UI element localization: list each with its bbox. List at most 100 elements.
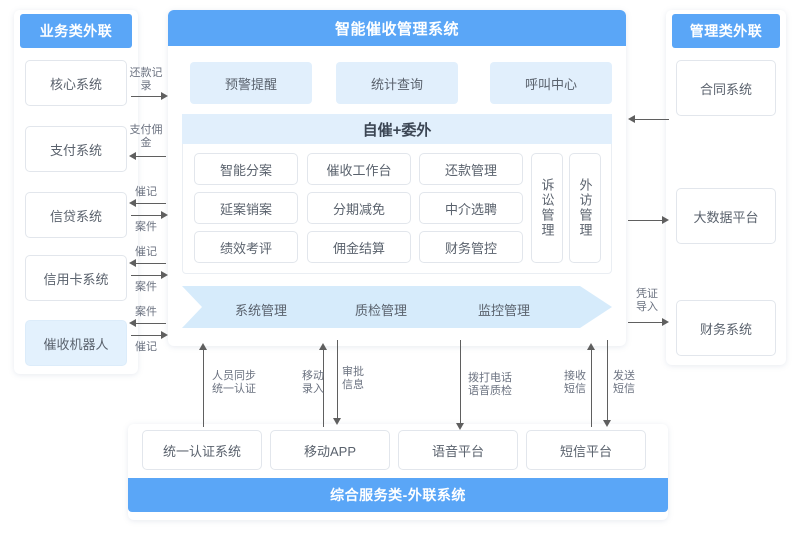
band-label-0: 系统管理 — [235, 303, 288, 318]
left-flow-2-top-label: 催记 — [135, 186, 157, 198]
right-flow-1-line — [628, 220, 664, 221]
center-module-1-1[interactable]: 分期减免 — [307, 192, 411, 224]
center-module-2-2[interactable]: 财务管控 — [419, 231, 523, 263]
left-item-1[interactable]: 支付系统 — [25, 126, 127, 172]
left-flow-0-label: 还款记录 — [129, 67, 163, 92]
center-module-1-0-label: 延案销案 — [219, 201, 272, 217]
left-flow-2-bottom-label: 案件 — [135, 221, 157, 233]
left-item-0-label: 核心系统 — [49, 76, 102, 92]
center-top-module-1[interactable]: 统计查询 — [336, 62, 458, 104]
right-item-2-label: 财务系统 — [699, 321, 752, 337]
bottom-flow-4-line — [591, 349, 592, 427]
left-flow-3-bottom-label: 案件 — [135, 281, 157, 293]
left-flow-2-bottom-line — [131, 215, 163, 216]
bottom-flow-2-line — [337, 340, 338, 418]
center-module-2-1-label: 佣金结算 — [332, 240, 385, 256]
left-flow-4-top-arrowhead — [129, 319, 136, 327]
center-vertical-module-0[interactable]: 诉讼管理 — [531, 153, 563, 263]
center-module-2-1[interactable]: 佣金结算 — [307, 231, 411, 263]
bottom-flow-2-label: 审批 信息 — [342, 366, 364, 391]
bottom-flow-5-arrowhead — [603, 420, 611, 427]
left-flow-1-label: 支付佣金 — [129, 124, 163, 149]
right-item-2[interactable]: 财务系统 — [676, 300, 776, 356]
left-item-3-label: 信用卡系统 — [43, 271, 109, 287]
band-label-1: 质检管理 — [355, 303, 408, 318]
right-flow-2-label: 凭证 导入 — [636, 288, 658, 313]
center-module-2-2-label: 财务管控 — [444, 240, 497, 256]
band-arrow-shape — [182, 286, 612, 328]
bottom-item-1-label: 移动APP — [303, 443, 356, 459]
left-item-2[interactable]: 信贷系统 — [25, 192, 127, 238]
right-flow-2-arrowhead — [662, 318, 669, 326]
right-flow-1-arrowhead — [662, 216, 669, 224]
right-flow-2-line — [628, 322, 664, 323]
center-module-0-2[interactable]: 还款管理 — [419, 153, 523, 185]
center-top-module-2[interactable]: 呼叫中心 — [490, 62, 612, 104]
center-module-0-1-label: 催收工作台 — [326, 162, 392, 178]
center-module-2-0-label: 绩效考评 — [219, 240, 272, 256]
bottom-flow-2-arrowhead — [333, 418, 341, 425]
left-flow-4-bottom-label: 催记 — [135, 341, 157, 353]
bottom-item-0-label: 统一认证系统 — [162, 443, 241, 459]
bottom-flow-0-label: 人员同步 统一认证 — [212, 370, 256, 395]
center-module-1-1-label: 分期减免 — [332, 201, 385, 217]
bottom-flow-1-line — [323, 349, 324, 427]
left-flow-0-arrowhead — [161, 92, 168, 100]
right-item-1[interactable]: 大数据平台 — [676, 188, 776, 244]
left-item-3[interactable]: 信用卡系统 — [25, 255, 127, 301]
bottom-flow-3-arrowhead — [456, 423, 464, 430]
bottom-flow-3-label: 拨打电话 语音质检 — [468, 372, 512, 397]
bottom-flow-4-arrowhead — [587, 343, 595, 350]
left-flow-2-top-line — [134, 203, 166, 204]
center-vertical-module-1[interactable]: 外访管理 — [569, 153, 601, 263]
bottom-flow-5-label: 发送 短信 — [613, 370, 635, 395]
right-flow-0-line — [633, 119, 669, 120]
center-module-0-1[interactable]: 催收工作台 — [307, 153, 411, 185]
left-flow-3-top-label: 催记 — [135, 246, 157, 258]
center-top-module-2-label: 呼叫中心 — [524, 76, 577, 92]
bottom-item-3-label: 短信平台 — [559, 443, 612, 459]
bottom-item-3[interactable]: 短信平台 — [526, 430, 646, 470]
center-top-module-0-label: 预警提醒 — [224, 76, 277, 92]
center-module-1-0[interactable]: 延案销案 — [194, 192, 298, 224]
center-module-1-2-label: 中介选聘 — [444, 201, 497, 217]
bottom-panel-banner: 综合服务类-外联系统 — [128, 478, 668, 512]
center-top-module-1-label: 统计查询 — [370, 76, 423, 92]
center-panel-title: 智能催收管理系统 — [168, 10, 626, 46]
bottom-flow-0-arrowhead — [199, 343, 207, 350]
left-flow-4-bottom-arrowhead — [161, 331, 168, 339]
center-module-0-0-label: 智能分案 — [219, 162, 272, 178]
left-item-1-label: 支付系统 — [49, 142, 102, 158]
left-flow-4-top-line — [134, 323, 166, 324]
left-item-4[interactable]: 催收机器人 — [25, 320, 127, 366]
bottom-item-2-label: 语音平台 — [431, 443, 484, 459]
left-flow-3-bottom-arrowhead — [161, 271, 168, 279]
band-label-2: 监控管理 — [478, 303, 531, 318]
left-flow-1-line — [134, 156, 166, 157]
left-item-0[interactable]: 核心系统 — [25, 60, 127, 106]
left-flow-4-top-label: 案件 — [135, 306, 157, 318]
center-module-2-0[interactable]: 绩效考评 — [194, 231, 298, 263]
left-flow-2-top-arrowhead — [129, 199, 136, 207]
center-module-1-2[interactable]: 中介选聘 — [419, 192, 523, 224]
bottom-flow-3-line — [460, 340, 461, 425]
bottom-flow-4-label: 接收 短信 — [564, 370, 586, 395]
center-module-0-2-label: 还款管理 — [444, 162, 497, 178]
bottom-item-1[interactable]: 移动APP — [270, 430, 390, 470]
bottom-flow-1-arrowhead — [319, 343, 327, 350]
center-top-module-0[interactable]: 预警提醒 — [190, 62, 312, 104]
center-module-0-0[interactable]: 智能分案 — [194, 153, 298, 185]
bottom-item-2[interactable]: 语音平台 — [398, 430, 518, 470]
left-panel-title: 业务类外联 — [20, 14, 132, 48]
right-item-0-label: 合同系统 — [699, 81, 752, 97]
left-flow-1-arrowhead — [129, 152, 136, 160]
bottom-flow-1-label: 移动 录入 — [302, 370, 324, 395]
right-item-0[interactable]: 合同系统 — [676, 60, 776, 116]
center-group-title: 自催+委外 — [182, 114, 612, 144]
left-flow-4-bottom-line — [131, 335, 163, 336]
center-vertical-module-1-label: 外访管理 — [577, 178, 593, 238]
center-process-band — [182, 286, 612, 328]
left-flow-3-top-arrowhead — [129, 259, 136, 267]
bottom-item-0[interactable]: 统一认证系统 — [142, 430, 262, 470]
